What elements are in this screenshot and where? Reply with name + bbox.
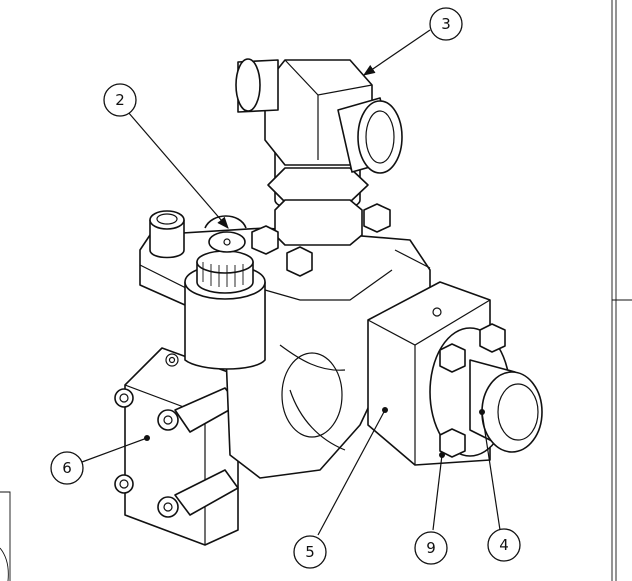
callout-9-label: 9 [426, 539, 436, 557]
callout-3-label: 3 [441, 15, 451, 33]
manifold-block-part-6 [114, 347, 251, 546]
callout-5: 5 [293, 535, 327, 569]
top-bolts [251, 203, 391, 277]
callout-6-label: 6 [62, 459, 72, 477]
callout-leaders [81, 29, 501, 536]
callout-2-label: 2 [115, 91, 125, 109]
callout-9: 9 [414, 531, 448, 565]
callout-4: 4 [487, 528, 521, 562]
tee-fitting-part-3 [235, 58, 403, 246]
callout-3: 3 [429, 7, 463, 41]
flange-bolts-part-9 [439, 323, 506, 458]
callout-4-label: 4 [499, 536, 509, 554]
callout-2: 2 [103, 83, 137, 117]
callout-6: 6 [50, 451, 84, 485]
callout-5-label: 5 [305, 543, 315, 561]
solenoid-part-2 [184, 215, 266, 370]
knurled-cap [202, 262, 244, 287]
plug-fitting [149, 210, 185, 259]
block-bolt-heads [114, 388, 179, 518]
